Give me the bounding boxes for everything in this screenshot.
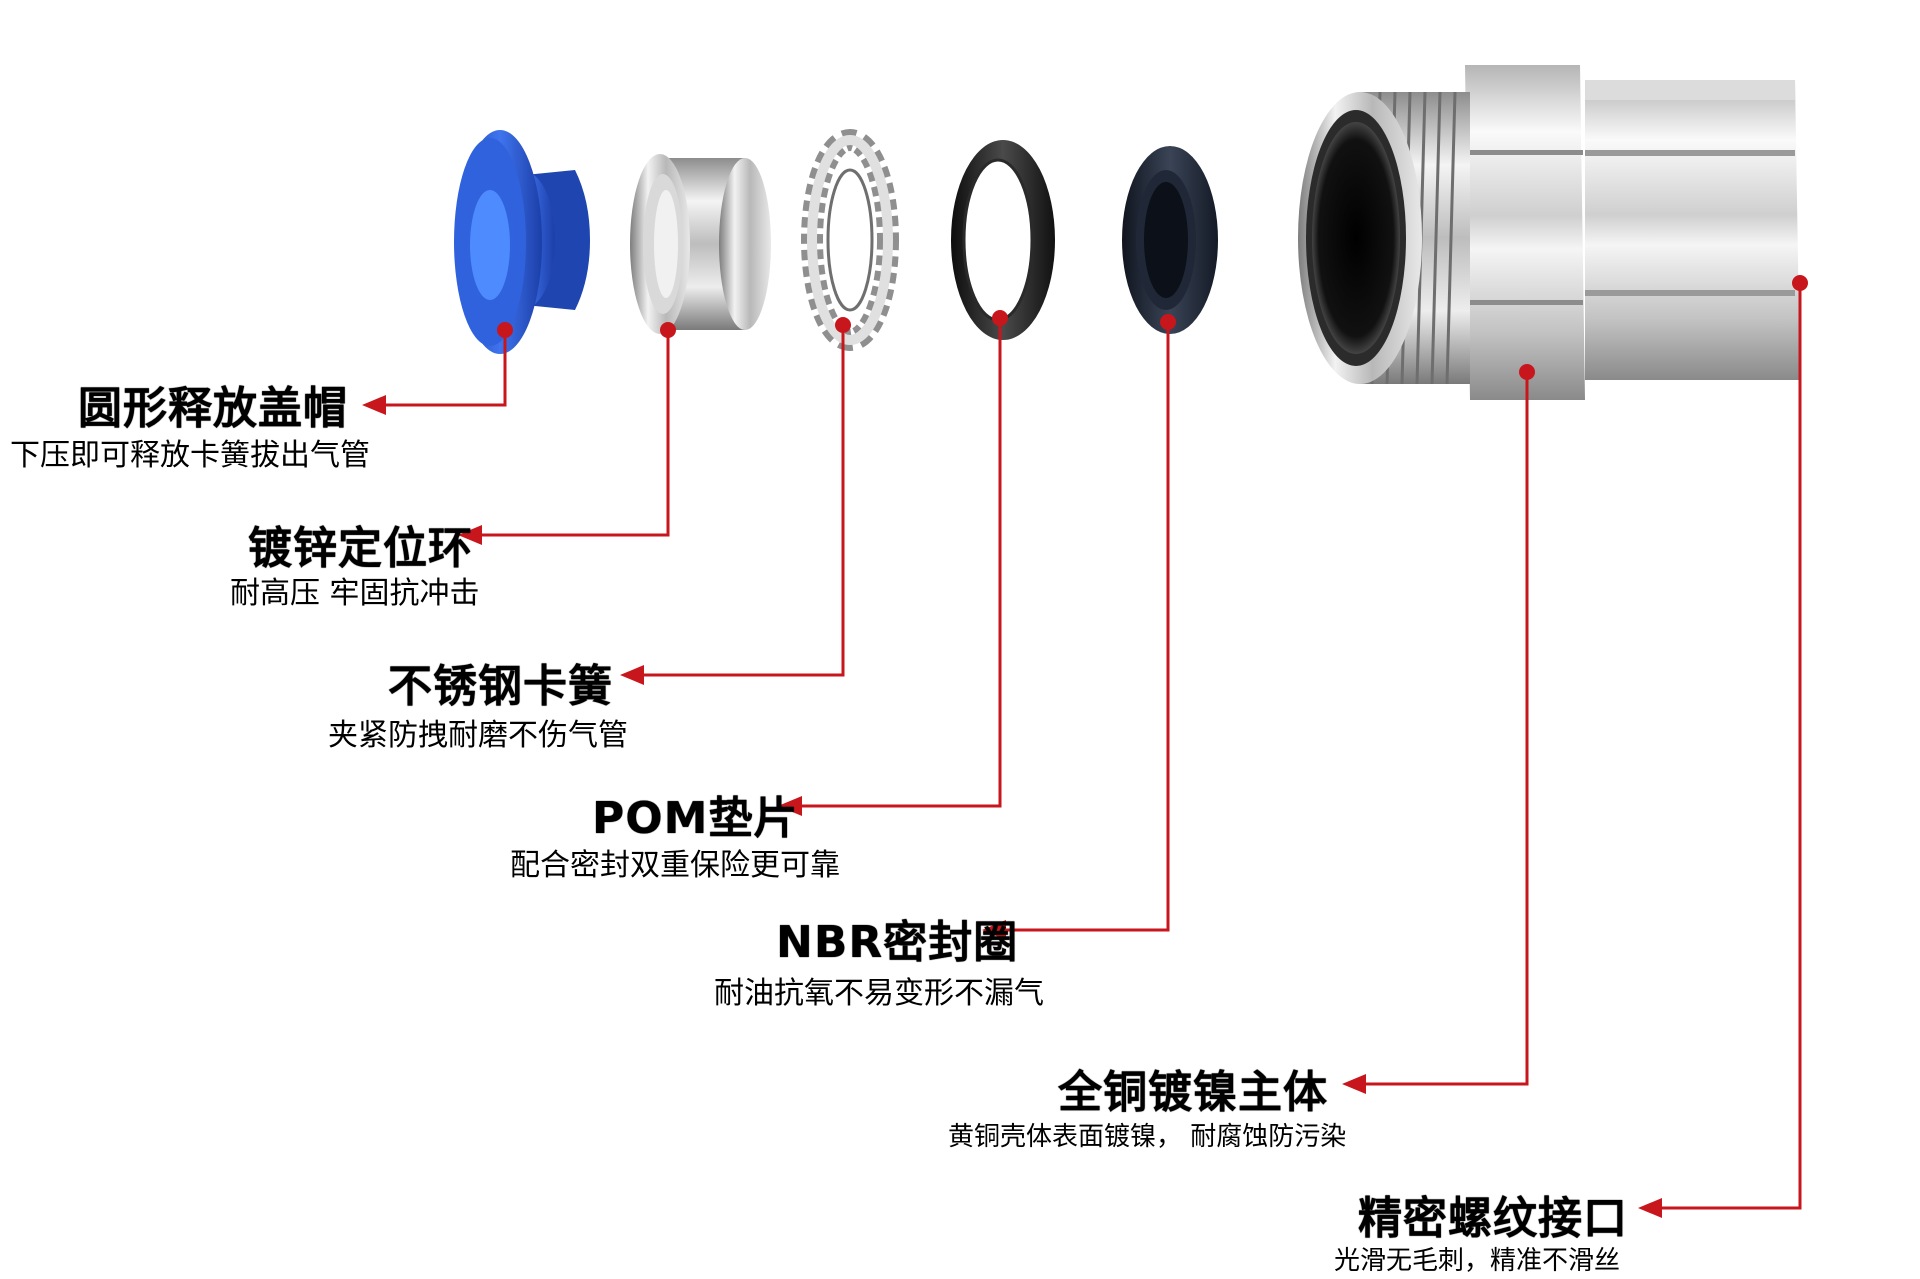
- nbr-seal-part: [1122, 146, 1218, 334]
- thread-title: 精密螺纹接口: [1358, 1193, 1628, 1244]
- ring-title: 镀锌定位环: [248, 523, 473, 574]
- leader-line-cap: [382, 330, 507, 407]
- leader-dot-cap: [497, 322, 513, 338]
- leader-arrow-ring: [458, 525, 482, 545]
- leader-line-pom: [798, 318, 1002, 808]
- release-cap-part: [454, 130, 590, 354]
- leader-line-spring: [640, 325, 845, 677]
- leader-arrow-spring: [620, 665, 644, 685]
- pom-gasket-part: [951, 140, 1055, 340]
- leader-line-body: [1362, 372, 1529, 1086]
- leader-dot-body: [1519, 364, 1535, 380]
- body-title: 全铜镀镍主体: [1058, 1067, 1328, 1118]
- leader-arrow-pom: [778, 796, 802, 816]
- pom-title: POM垫片: [592, 793, 799, 844]
- leader-arrow-thread: [1638, 1198, 1662, 1218]
- nbr-title: NBR密封圈: [776, 917, 1019, 968]
- cap-title: 圆形释放盖帽: [78, 383, 348, 434]
- leader-line-nbr: [1002, 322, 1170, 932]
- nbr-desc: 耐油抗氧不易变形不漏气: [714, 976, 1044, 1011]
- pom-desc: 配合密封双重保险更可靠: [510, 848, 840, 883]
- leader-line-thread: [1658, 283, 1802, 1210]
- spring-title: 不锈钢卡簧: [388, 661, 613, 712]
- retaining-spring-part: [801, 129, 899, 351]
- leader-lines: [362, 275, 1808, 1218]
- brass-body-part: [1298, 65, 1800, 400]
- body-desc: 黄铜壳体表面镀镍， 耐腐蚀防污染: [948, 1122, 1347, 1152]
- positioning-ring-part: [630, 154, 771, 334]
- leader-arrow-body: [1342, 1074, 1366, 1094]
- cap-desc: 下压即可释放卡簧拔出气管: [10, 438, 370, 473]
- spring-desc: 夹紧防拽耐磨不伤气管: [328, 718, 628, 753]
- leader-dot-pom: [992, 310, 1008, 326]
- leader-dot-nbr: [1160, 314, 1176, 330]
- leader-dot-thread: [1792, 275, 1808, 291]
- ring-desc: 耐高压 牢固抗冲击: [230, 576, 480, 611]
- leader-line-ring: [478, 330, 670, 537]
- leader-dot-ring: [660, 322, 676, 338]
- leader-arrow-cap: [362, 395, 386, 415]
- thread-desc: 光滑无毛刺，精准不滑丝: [1334, 1246, 1621, 1276]
- leader-dot-spring: [835, 317, 851, 333]
- leader-arrow-nbr: [982, 920, 1006, 940]
